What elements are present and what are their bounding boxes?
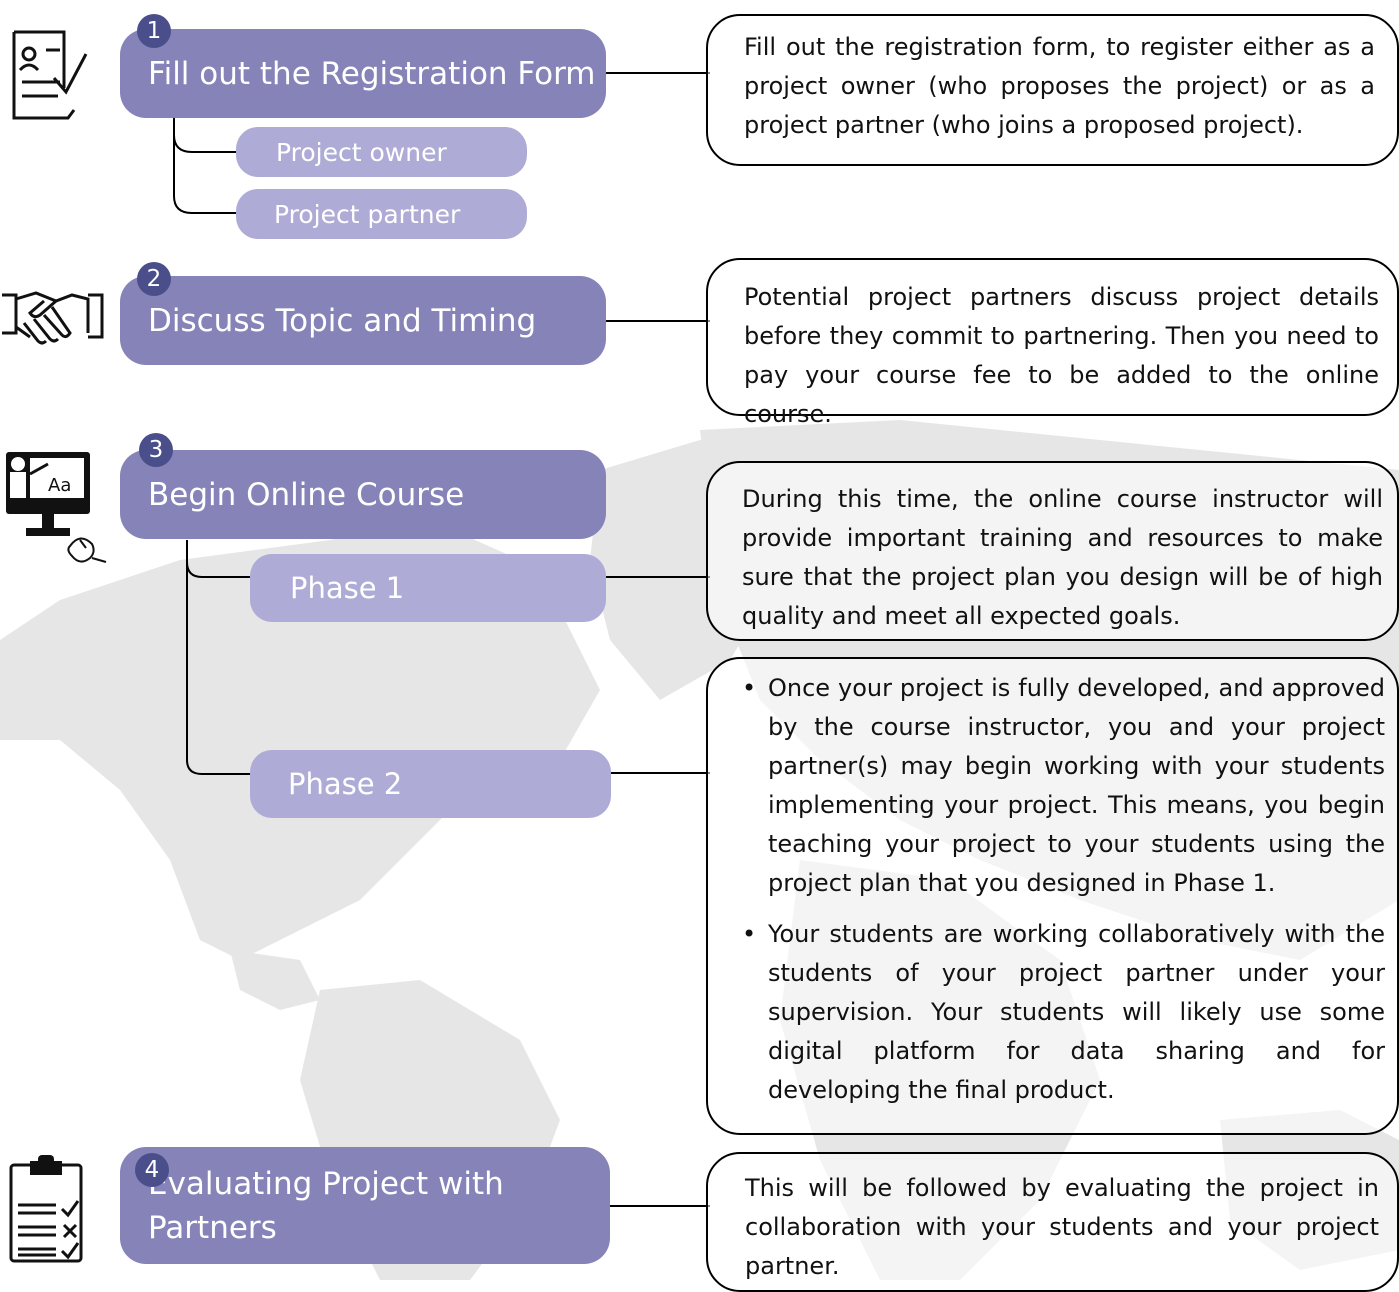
step-1-number: 1 [137, 14, 171, 48]
online-teaching-icon: Aa [6, 452, 107, 563]
step-4-number: 4 [135, 1153, 169, 1187]
phase-2-bullet-1: • Once your project is fully developed, … [742, 674, 1385, 897]
step-1-title: Fill out the Registration Form [148, 55, 596, 92]
step-3-title: Begin Online Course [148, 476, 465, 513]
step-2-title: Discuss Topic and Timing [148, 302, 537, 339]
svg-text:Aa: Aa [48, 475, 71, 496]
sub-project-partner: Project partner [236, 189, 527, 239]
sub-phase-2: Phase 2 [250, 750, 611, 818]
registration-form-icon [12, 30, 88, 120]
step-4-description: This will be followed by evaluating the … [706, 1152, 1399, 1292]
step-2-number: 2 [137, 262, 171, 296]
connector-step1-subs [173, 118, 240, 214]
handshake-icon [2, 291, 104, 345]
sub-project-owner: Project owner [236, 127, 527, 177]
step-4-title: Evaluating Project with Partners [148, 1165, 504, 1246]
step-3-box: Begin Online Course [120, 450, 606, 539]
sub-phase-1: Phase 1 [250, 554, 606, 622]
step-2-box: Discuss Topic and Timing [120, 276, 606, 365]
step-1-box: Fill out the Registration Form [120, 29, 606, 118]
step-3-number: 3 [139, 433, 173, 467]
step-2-description: Potential project partners discuss proje… [706, 258, 1399, 428]
phase-1-description: During this time, the online course inst… [706, 461, 1399, 641]
phase-2-description: • Once your project is fully developed, … [706, 657, 1399, 1135]
step-1-description: Fill out the registration form, to regis… [706, 14, 1399, 166]
step-4-box: Evaluating Project with Partners [120, 1147, 610, 1264]
phase-2-bullet-2: • Your students are working collaborativ… [742, 920, 1385, 1104]
clipboard-checklist-icon [9, 1155, 83, 1263]
connector-step3-subs [186, 540, 252, 775]
